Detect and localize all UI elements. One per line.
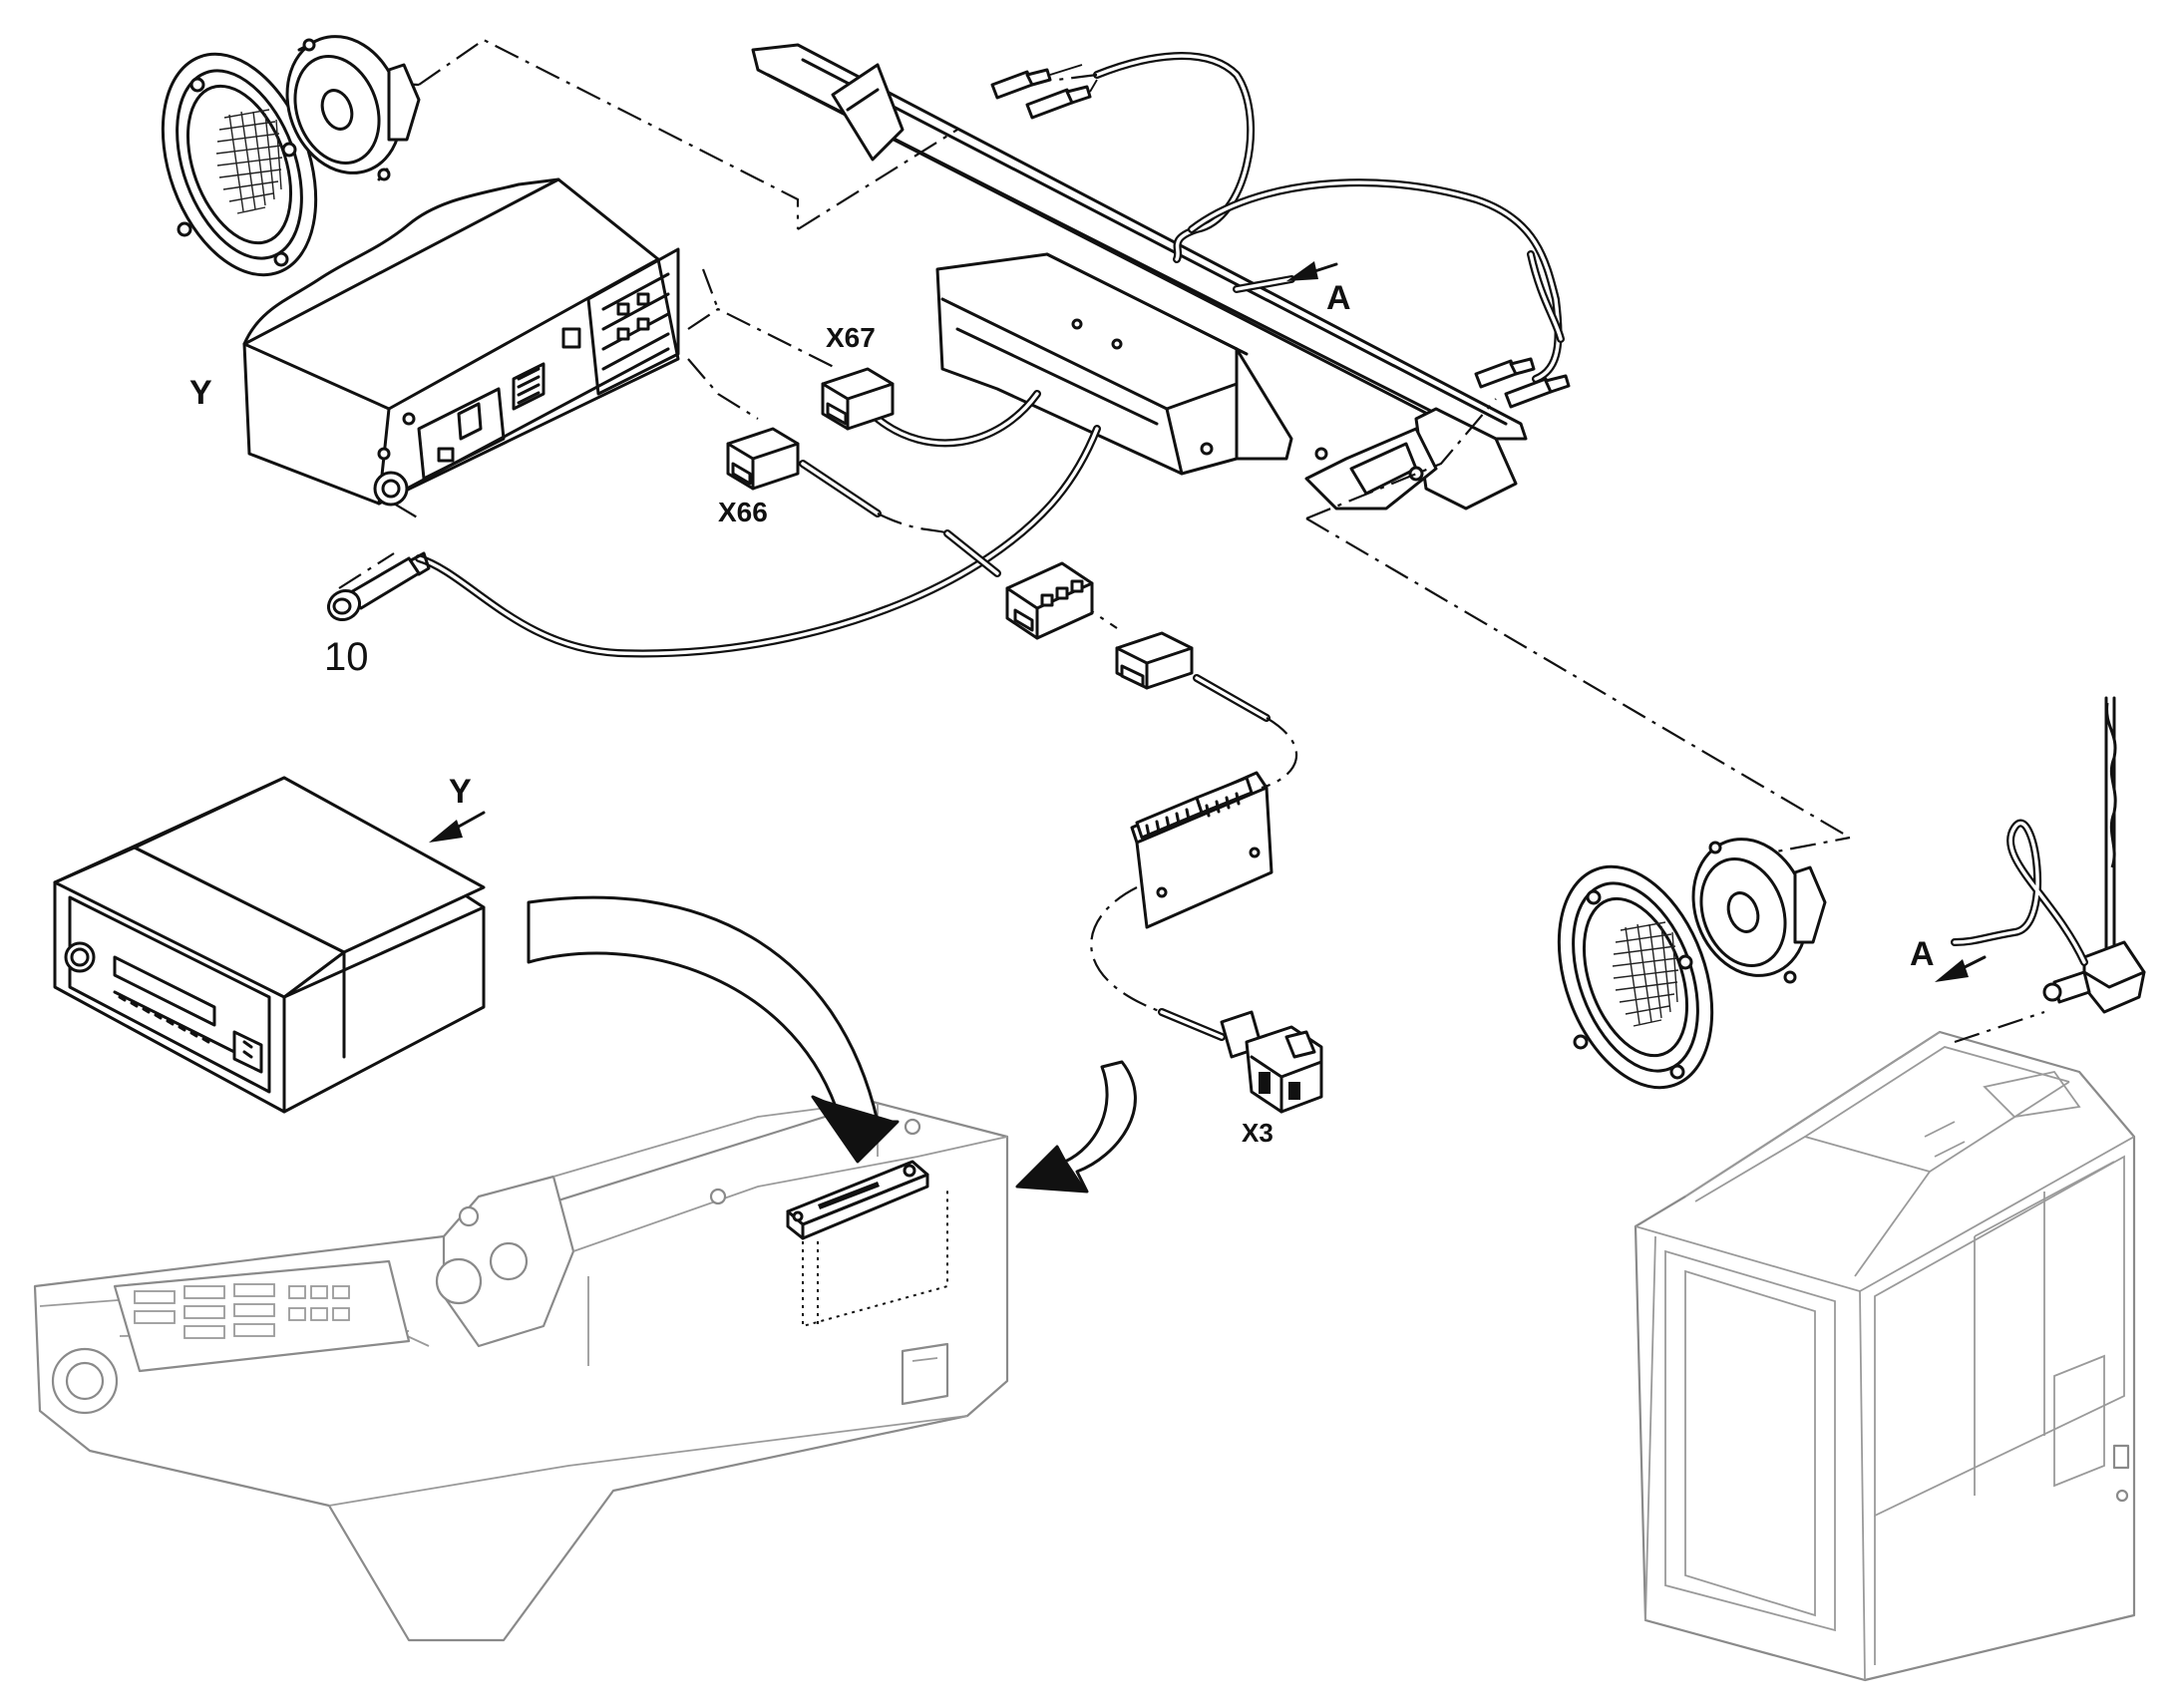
speaker-driver-top-left	[285, 35, 421, 181]
label-view-a-right: A	[1910, 935, 1935, 973]
antenna-plug	[326, 551, 431, 622]
insert-arrow-radio	[527, 895, 900, 1164]
label-antenna-plug-10: 10	[324, 635, 369, 679]
label-x3: X3	[1242, 1118, 1273, 1148]
connector-x66	[726, 427, 800, 491]
label-view-a-top: A	[1326, 279, 1351, 317]
speaker-cables	[1093, 52, 1565, 383]
radio-harness-lines	[338, 268, 2045, 1044]
x3-link-line	[1090, 886, 1163, 1014]
x66-link-line	[877, 512, 948, 535]
label-radio-front-y: Y	[449, 773, 472, 811]
radio-interface-module	[1130, 771, 1273, 929]
x67-cable	[874, 390, 1041, 448]
junction-connector-lower	[1115, 631, 1194, 690]
speaker-driver-right	[1691, 838, 1827, 984]
harness-cable	[943, 529, 1271, 1041]
radio-unit-front	[53, 776, 486, 1114]
headliner-panel	[751, 43, 1528, 511]
speaker-plug-terminals-right	[1474, 357, 1571, 409]
harness-link-line	[1261, 717, 1298, 790]
speaker-grille-top-left	[161, 52, 318, 277]
view-arrow-a-right	[1935, 955, 1987, 982]
label-radio-rear-y: Y	[189, 374, 212, 412]
label-x67: X67	[826, 322, 876, 353]
radio-unit-rear	[242, 177, 680, 507]
speaker-plug-terminals-top	[990, 64, 1098, 120]
connector-x3	[1220, 1010, 1323, 1114]
view-arrow-a-top	[1286, 261, 1338, 281]
junction-connector-upper	[1005, 561, 1094, 640]
x66-cable	[799, 460, 882, 517]
insert-arrow-module	[1015, 1060, 1137, 1194]
roof-antenna	[1951, 696, 2146, 1014]
label-x66: X66	[718, 497, 768, 527]
radio-mounting-slot	[786, 1160, 948, 1328]
speaker-grille-right	[1557, 864, 1714, 1090]
antenna-cable	[415, 275, 1295, 658]
view-arrow-y	[429, 811, 486, 843]
connector-x67	[821, 367, 895, 431]
cab-ghost	[1634, 1030, 2136, 1682]
console-switch-panel	[113, 1259, 411, 1373]
